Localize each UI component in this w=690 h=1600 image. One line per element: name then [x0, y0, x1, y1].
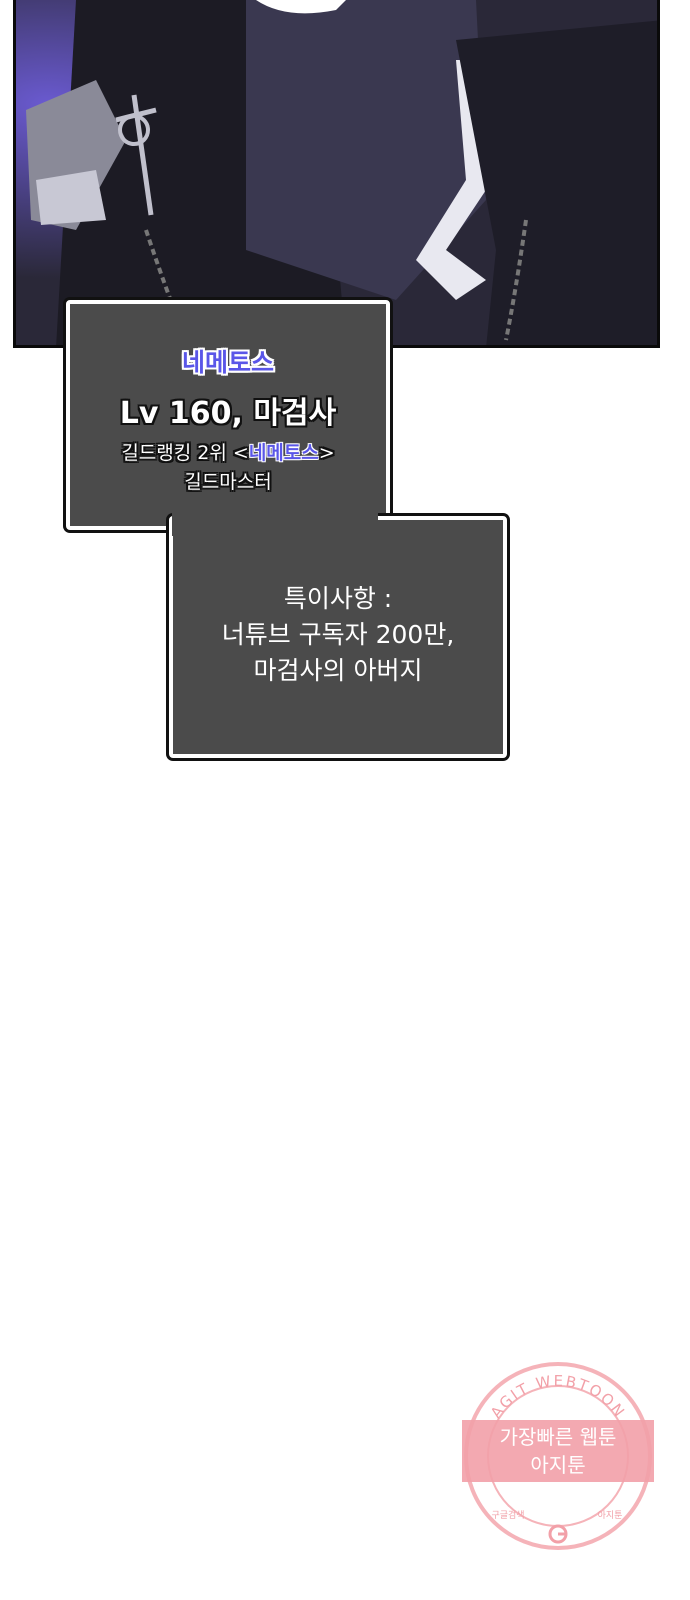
guild-role: 길드마스터 — [184, 471, 272, 493]
guild-rank-prefix: 길드랭킹 2위 < — [121, 442, 249, 464]
window-joint — [172, 508, 378, 536]
guild-name: 네메토스 — [248, 442, 319, 464]
notes-line-3: 마검사의 아버지 — [253, 656, 423, 685]
watermark-stamp: AGIT WEBTOON 가장빠른 웹툰 아지툰 구글검색 아지툰 — [460, 1358, 656, 1554]
watermark-bottom-right: 아지툰 — [598, 1510, 623, 1521]
guild-rank: 길드랭킹 2위 <네메토스> — [66, 438, 390, 465]
watermark-bottom-left: 구글검색 — [491, 1509, 524, 1521]
google-g-icon — [548, 1524, 568, 1544]
watermark-line-1: 가장빠른 웹툰 — [500, 1425, 617, 1449]
character-name: 네메토스 — [181, 348, 274, 377]
comic-panel-illustration — [13, 0, 660, 348]
notes-line-1: 특이사항 : — [283, 584, 393, 613]
guild-rank-suffix: > — [318, 442, 335, 464]
dark-knight-illustration — [16, 0, 657, 345]
level-class: Lv 160, 마검사 — [119, 396, 337, 431]
notes-line-2: 너튜브 구독자 200만, — [221, 620, 455, 649]
watermark-line-2: 아지툰 — [530, 1453, 585, 1477]
